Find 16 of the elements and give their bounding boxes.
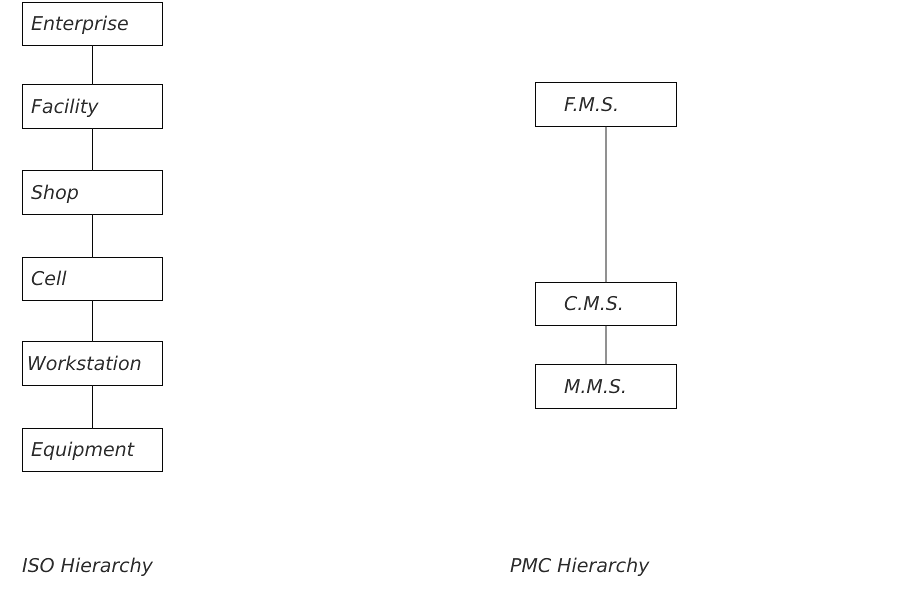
level-box: C.M.S. xyxy=(535,282,677,326)
connector-line xyxy=(92,300,93,342)
connector-line xyxy=(92,386,93,428)
level-box: Facility xyxy=(22,84,163,129)
level-box: Cell xyxy=(22,257,163,301)
level-box: F.M.S. xyxy=(535,82,677,127)
connector-line xyxy=(92,214,93,258)
level-box: M.M.S. xyxy=(535,364,677,409)
level-box: Equipment xyxy=(22,428,163,472)
level-box: Enterprise xyxy=(22,2,163,46)
connector-line xyxy=(92,46,93,84)
hierarchy-caption: ISO Hierarchy xyxy=(22,555,153,577)
level-box: Shop xyxy=(22,170,163,215)
hierarchy-caption: PMC Hierarchy xyxy=(510,555,650,577)
level-box: Workstation xyxy=(22,341,163,386)
connector-line xyxy=(92,128,93,170)
